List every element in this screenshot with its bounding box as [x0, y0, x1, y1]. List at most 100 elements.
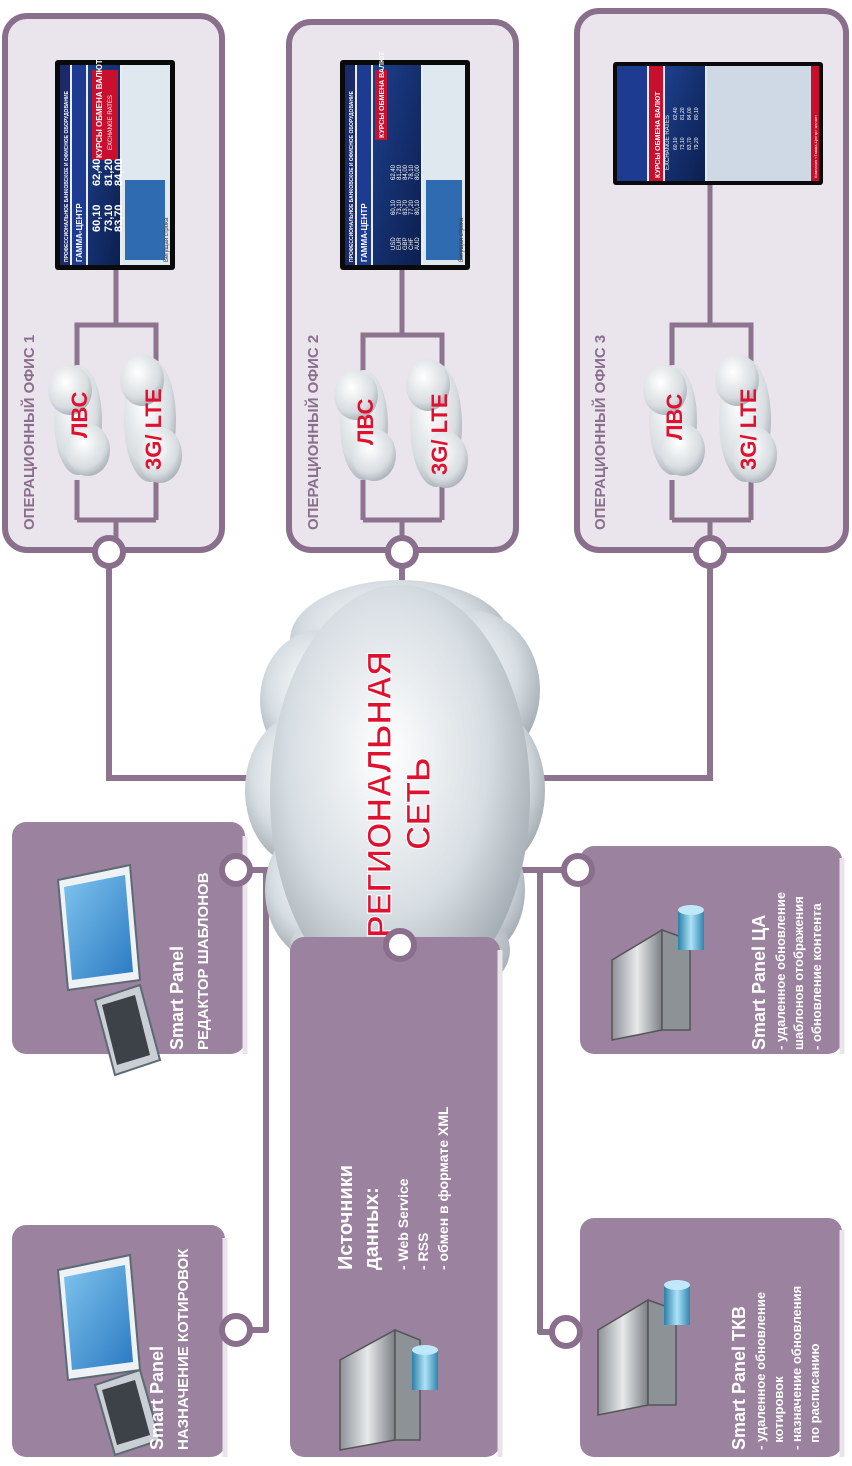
server-icon: [611, 905, 704, 1041]
node-title: Источники: [335, 1165, 357, 1270]
rate-buy: 83,70: [403, 199, 409, 215]
node-ports: [219, 853, 595, 1349]
node-title: Smart Panel: [147, 1346, 167, 1450]
screen-title: КУРСЫ ОБМЕНА ВАЛЮТ: [95, 59, 104, 158]
lan-cloud: ЛВС: [334, 370, 396, 481]
rates-table: USD 60,10 62,40 EUR 73,10 81,20 GBP 83,7…: [391, 164, 421, 250]
port-circle: [693, 535, 727, 569]
port-circle: [561, 853, 595, 887]
templates-editor-node: Smart Panel РЕДАКТОР ШАБЛОНОВ: [12, 822, 248, 1077]
screen-ticker: Бегущая строка: [459, 217, 465, 262]
currency: EUR: [397, 237, 403, 250]
rate-buy-1: 60,10: [91, 204, 103, 232]
rate-sell-3: 84,00: [113, 158, 125, 186]
mobile-label: 3G/ LTE: [427, 394, 452, 476]
rate-buy-3: 83,70: [113, 204, 125, 232]
node-item: - удаленное обновление: [773, 892, 788, 1050]
rate-buy: 60,10: [391, 199, 397, 215]
network-label-line1: РЕГИОНАЛЬНАЯ: [361, 651, 399, 938]
screen-subtitle: EXCHANGE RATES: [665, 115, 671, 170]
office-3: ОПЕРАЦИОННЫЙ ОФИС 3 ЛВС 3G/ LTE КУРСЫ ОБ…: [574, 8, 849, 553]
smart-panel-ca-node: Smart Panel ЦА - удаленное обновление ша…: [580, 846, 845, 1054]
rates-display-large: ПРОФЕССИОНАЛЬНОЕ БАНКОВСКОЕ И ОФИСНОЕ ОБ…: [55, 59, 175, 270]
office-link-bracket: [669, 185, 754, 552]
lan-label: ЛВС: [662, 394, 687, 440]
screen-subtitle: EXCHANGE RATES: [108, 95, 114, 150]
screen-ticker: Бегущая строка: [164, 217, 170, 262]
lan-label: ЛВС: [67, 392, 92, 438]
quotes-assignment-node: Smart Panel НАЗНАЧЕНИЕ КОТИРОВОК: [12, 1225, 228, 1457]
node-item: - обмен в формате XML: [435, 1106, 451, 1270]
currency: CHF: [409, 237, 415, 250]
node-item: - назначение обновления: [789, 1286, 804, 1450]
node-subtitle: РЕДАКТОР ШАБЛОНОВ: [195, 872, 212, 1050]
rate-buy: 77,20: [409, 199, 415, 215]
node-title: Smart Panel ЦА: [749, 915, 769, 1050]
node-item: - Web Service: [395, 1178, 411, 1270]
node-title: Smart Panel: [167, 946, 187, 1050]
rate-sell: 62,40: [391, 164, 397, 180]
mobile-label: 3G/ LTE: [141, 389, 166, 471]
rate-sell: 81,20: [397, 164, 403, 180]
port-circle: [385, 535, 419, 569]
office-title: ОПЕРАЦИОННЫЙ ОФИС 1: [20, 335, 38, 530]
node-item: по расписанию: [807, 1344, 822, 1450]
rate-buy: 73,10: [397, 199, 403, 215]
regional-network-cloud: РЕГИОНАЛЬНАЯ СЕТЬ: [245, 580, 545, 1010]
rate-buy: 60,10: [673, 137, 679, 150]
node-item: котировок: [771, 1376, 786, 1450]
node-item: - удаленное обновление: [753, 1292, 768, 1450]
lan-cloud: ЛВС: [643, 365, 705, 476]
office-ports: [92, 535, 727, 569]
rate-sell: 80,10: [694, 107, 700, 120]
screen-header: ПРОФЕССИОНАЛЬНОЕ БАНКОВСКОЕ И ОФИСНОЕ ОБ…: [64, 90, 70, 262]
rate-sell: 78,10: [409, 164, 415, 180]
screen-brand: ГАММА-ЦЕНТР: [75, 203, 84, 262]
data-sources-node: Источники данных: - Web Service - RSS - …: [290, 937, 503, 1457]
currency: USD: [391, 237, 397, 250]
rates-display-portrait: КУРСЫ ОБМЕНА ВАЛЮТ EXCHANGE RATES Компан…: [613, 62, 823, 185]
node-title: Smart Panel ТКВ: [729, 1306, 749, 1450]
rate-buy: 79,20: [694, 137, 700, 150]
mobile-cloud: 3G/ LTE: [715, 354, 777, 483]
screen-title: КУРСЫ ОБМЕНА ВАЛЮТ: [655, 91, 662, 178]
node-box: [290, 937, 500, 1457]
node-item: шаблонов отображения: [791, 896, 806, 1050]
port-circle: [92, 535, 126, 569]
office-link-bracket: [360, 270, 445, 552]
laptop-icon: [56, 1253, 162, 1457]
screen-header: ПРОФЕССИОНАЛЬНОЕ БАНКОВСКОЕ И ОФИСНОЕ ОБ…: [349, 90, 355, 262]
rate-sell: 84,00: [403, 164, 409, 180]
rate-sell: 81,20: [680, 107, 686, 120]
rates-table: 60,10 62,40 73,10 81,20 83,70 84,00 79,2…: [673, 107, 700, 150]
office-1: ОПЕРАЦИОННЫЙ ОФИС 1 ЛВС 3G/ LTE ПР: [2, 13, 225, 553]
port-circle: [219, 853, 253, 887]
mobile-cloud: 3G/ LTE: [406, 359, 468, 488]
node-item: - обновление контента: [809, 903, 824, 1050]
office-2: ОПЕРАЦИОННЫЙ ОФИС 2 ЛВС 3G/ LTE ПРОФЕССИ…: [286, 19, 519, 553]
office-link-bracket: [74, 270, 159, 552]
rate-buy-2: 73,10: [103, 204, 115, 232]
lan-cloud: ЛВС: [48, 365, 110, 476]
smart-panel-tkv-node: Smart Panel ТКВ - удаленное обновление к…: [580, 1218, 845, 1457]
mobile-cloud: 3G/ LTE: [120, 354, 182, 483]
node-title: данных:: [361, 1187, 383, 1270]
screen-footer: Компания «Гамма-Центр» желает: [813, 115, 818, 178]
rate-sell: 80,00: [415, 164, 421, 180]
port-circle: [219, 1313, 253, 1347]
node-item: - RSS: [415, 1233, 431, 1270]
rates-display-small: ПРОФЕССИОНАЛЬНОЕ БАНКОВСКОЕ И ОФИСНОЕ ОБ…: [340, 51, 470, 270]
rate-buy: 73,10: [680, 137, 686, 150]
screen-title: КУРСЫ ОБМЕНА ВАЛЮТ: [379, 51, 386, 138]
currency: AUD: [415, 237, 421, 250]
rate-sell: 84,00: [687, 107, 693, 120]
mobile-label: 3G/ LTE: [736, 389, 761, 471]
laptop-icon: [56, 863, 162, 1077]
server-icon: [339, 1328, 438, 1451]
office-title: ОПЕРАЦИОННЫЙ ОФИС 3: [591, 335, 609, 530]
rate-buy: 83,70: [687, 137, 693, 150]
screen-brand: ГАММА-ЦЕНТР: [360, 203, 369, 262]
rate-sell-2: 81,20: [103, 158, 115, 186]
rate-buy: 80,10: [415, 199, 421, 215]
